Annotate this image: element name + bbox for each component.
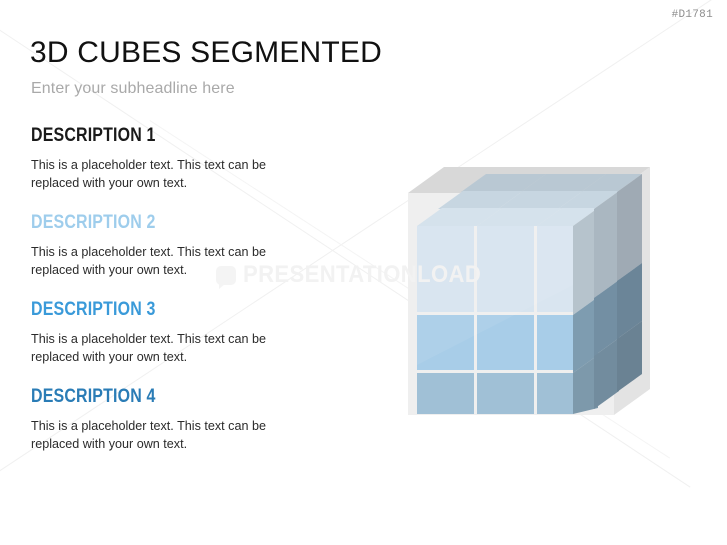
description-block-4: DESCRIPTION 4 This is a placeholder text…	[31, 386, 306, 453]
description-heading-3: DESCRIPTION 3	[31, 299, 156, 320]
description-block-2: DESCRIPTION 2 This is a placeholder text…	[31, 212, 306, 279]
cube-front-cell-r2c3	[537, 315, 573, 370]
cube-svg	[408, 167, 650, 415]
description-block-3: DESCRIPTION 3 This is a placeholder text…	[31, 299, 306, 366]
description-body-4: This is a placeholder text. This text ca…	[31, 419, 266, 451]
cube-front-cell-r3c2	[477, 373, 534, 414]
description-heading-1: DESCRIPTION 1	[31, 125, 156, 146]
document-id: #D1781	[671, 9, 713, 21]
cube-front-cell-r3c1	[417, 373, 474, 414]
cube-side-face-far-row1	[617, 174, 642, 281]
cube-side-face-mid-row1	[594, 191, 619, 298]
page-title: 3D CUBES SEGMENTED	[30, 36, 382, 69]
description-block-1: DESCRIPTION 1 This is a placeholder text…	[31, 125, 306, 192]
description-heading-2: DESCRIPTION 2	[31, 212, 156, 233]
description-heading-4: DESCRIPTION 4	[31, 386, 156, 407]
3d-segmented-cube	[400, 165, 660, 420]
cube-front-cell-r3c3	[537, 373, 573, 414]
description-list: DESCRIPTION 1 This is a placeholder text…	[31, 125, 306, 453]
description-body-2: This is a placeholder text. This text ca…	[31, 245, 266, 277]
description-body-1: This is a placeholder text. This text ca…	[31, 158, 266, 190]
page-subtitle: Enter your subheadline here	[31, 80, 235, 97]
description-body-3: This is a placeholder text. This text ca…	[31, 332, 266, 364]
